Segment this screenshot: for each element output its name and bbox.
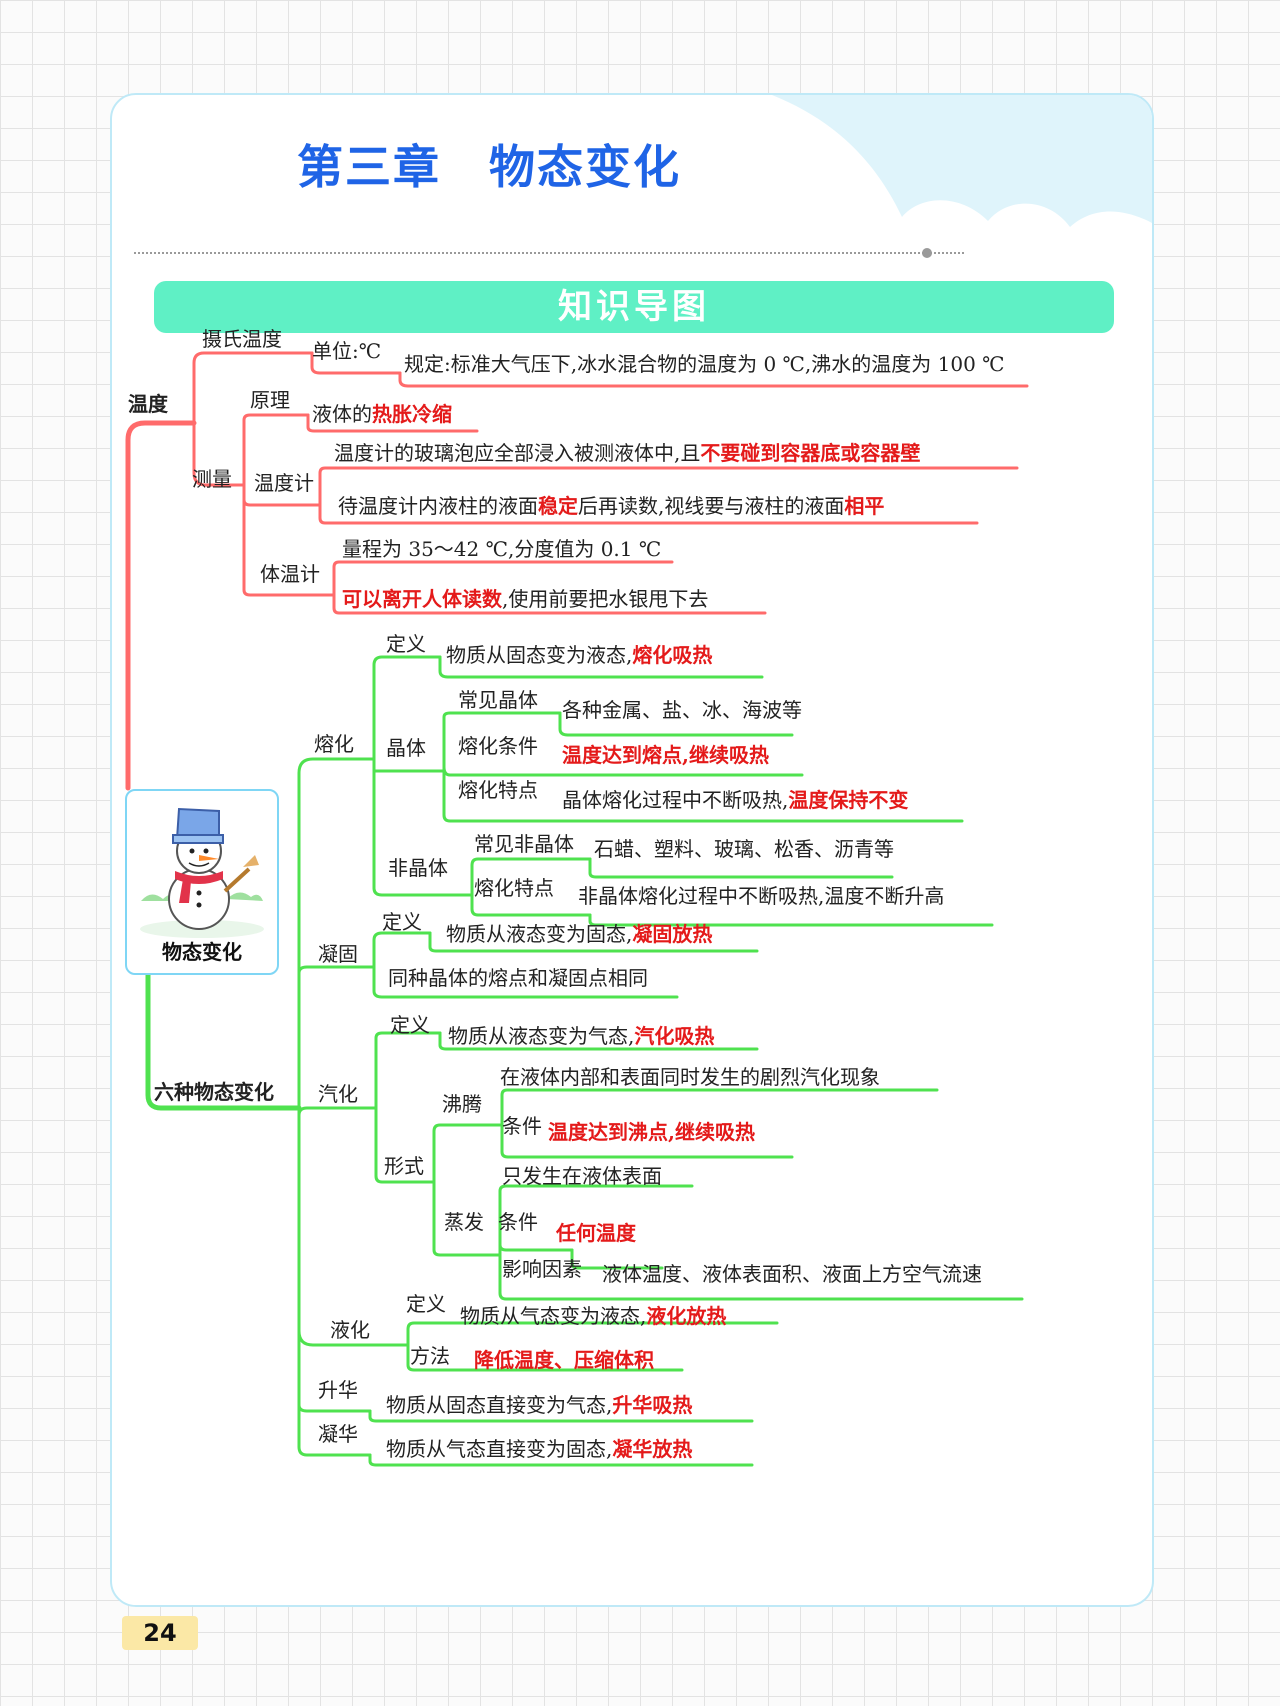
amorphous-common-text: 石蜡、塑料、玻璃、松香、沥青等 bbox=[594, 837, 894, 861]
thermometer-rule-1: 温度计的玻璃泡应全部浸入被测液体中,且不要碰到容器底或容器壁 bbox=[334, 440, 920, 466]
amorphous-common-label: 常见非晶体 bbox=[474, 832, 574, 856]
solidification-definition-text: 物质从液态变为固态, bbox=[446, 922, 633, 946]
solidification-definition-highlight: 凝固放热 bbox=[632, 922, 713, 946]
cloud-decoration bbox=[772, 95, 1152, 227]
sublimation-text-plain: 物质从固态直接变为气态, bbox=[386, 1393, 613, 1417]
sublimation-highlight: 升华吸热 bbox=[612, 1393, 693, 1417]
boiling-text: 在液体内部和表面同时发生的剧烈汽化现象 bbox=[500, 1065, 880, 1089]
crystal-condition-text: 温度达到熔点,继续吸热 bbox=[562, 743, 769, 767]
unit-node: 单位:℃ bbox=[312, 339, 382, 363]
thermometer-rule-2: 待温度计内液柱的液面稳定后再读数,视线要与液柱的液面相平 bbox=[338, 493, 884, 519]
crystal-common-text: 各种金属、盐、冰、海波等 bbox=[562, 698, 802, 722]
crystal-node: 晶体 bbox=[386, 736, 426, 760]
root-node: 物态变化 bbox=[125, 789, 279, 975]
crystal-common-label: 常见晶体 bbox=[458, 688, 538, 712]
clinical-usage-highlight: 可以离开人体读数 bbox=[342, 587, 502, 611]
evaporation-condition-label: 条件 bbox=[498, 1210, 538, 1234]
deposition-text: 物质从气态直接变为固态,凝华放热 bbox=[386, 1436, 692, 1462]
deposition-node: 凝华 bbox=[318, 1422, 358, 1446]
crystal-condition-label: 熔化条件 bbox=[458, 734, 538, 758]
solidification-definition-label: 定义 bbox=[382, 910, 422, 934]
principle-highlight: 热胀冷缩 bbox=[372, 402, 452, 426]
vaporization-node: 汽化 bbox=[318, 1082, 358, 1106]
solidification-note: 同种晶体的熔点和凝固点相同 bbox=[388, 966, 648, 990]
liquefaction-definition-text: 物质从气态变为液态, bbox=[460, 1304, 647, 1328]
crystal-feature-highlight: 温度保持不变 bbox=[788, 788, 909, 812]
temperature-node: 温度 bbox=[128, 392, 168, 416]
rule-2-highlight-1: 稳定 bbox=[538, 494, 578, 518]
amorphous-node: 非晶体 bbox=[388, 856, 448, 880]
clinical-range: 量程为 35～42 ℃,分度值为 0.1 ℃ bbox=[342, 537, 662, 561]
snowman-icon bbox=[140, 807, 264, 938]
crystal-feature-text: 晶体熔化过程中不断吸热, bbox=[562, 788, 789, 812]
rule-1-text: 温度计的玻璃泡应全部浸入被测液体中,且 bbox=[334, 441, 701, 465]
celsius-node: 摄氏温度 bbox=[202, 327, 282, 351]
sublimation-text: 物质从固态直接变为气态,升华吸热 bbox=[386, 1392, 692, 1418]
dotted-divider bbox=[134, 252, 964, 254]
root-label: 物态变化 bbox=[162, 940, 242, 964]
liquefaction-definition-label: 定义 bbox=[406, 1292, 446, 1316]
melting-definition-text: 物质从固态变为液态, bbox=[446, 643, 633, 667]
evaporation-condition-text: 任何温度 bbox=[556, 1221, 636, 1245]
celsius-definition: 规定:标准大气压下,冰水混合物的温度为 0 ℃,沸水的温度为 100 ℃ bbox=[404, 352, 1005, 376]
rule-2-part-1: 待温度计内液柱的液面 bbox=[338, 494, 538, 518]
state-changes-node: 六种物态变化 bbox=[154, 1080, 274, 1104]
rule-2-part-2: 后再读数,视线要与液柱的液面 bbox=[578, 494, 845, 518]
melting-node: 熔化 bbox=[314, 732, 354, 756]
boiling-condition-label: 条件 bbox=[502, 1114, 542, 1138]
liquefaction-definition-highlight: 液化放热 bbox=[646, 1304, 727, 1328]
amorphous-feature-text: 非晶体熔化过程中不断吸热,温度不断升高 bbox=[578, 884, 945, 908]
forms-node: 形式 bbox=[384, 1154, 424, 1178]
principle-text-plain: 液体的 bbox=[312, 402, 372, 426]
thermometer-node: 温度计 bbox=[254, 471, 314, 495]
boiling-node: 沸腾 bbox=[442, 1092, 482, 1116]
liquefaction-definition: 物质从气态变为液态,液化放热 bbox=[460, 1303, 726, 1329]
page-card: 第三章 物态变化 知识导图 bbox=[110, 93, 1154, 1607]
rule-2-highlight-2: 相平 bbox=[844, 494, 885, 518]
deposition-text-plain: 物质从气态直接变为固态, bbox=[386, 1437, 613, 1461]
vaporization-definition-highlight: 汽化吸热 bbox=[634, 1024, 715, 1048]
clinical-thermometer-node: 体温计 bbox=[260, 562, 320, 586]
liquefaction-methods-label: 方法 bbox=[410, 1344, 450, 1368]
evaporation-factors-label: 影响因素 bbox=[502, 1257, 582, 1281]
mind-map-connectors bbox=[125, 351, 1029, 1467]
divider-dot bbox=[922, 248, 932, 258]
deposition-highlight: 凝华放热 bbox=[612, 1437, 693, 1461]
sublimation-node: 升华 bbox=[318, 1378, 358, 1402]
crystal-feature: 晶体熔化过程中不断吸热,温度保持不变 bbox=[562, 787, 908, 813]
amorphous-feature-label: 熔化特点 bbox=[474, 876, 554, 900]
page-number: 24 bbox=[122, 1616, 198, 1650]
principle-node: 原理 bbox=[250, 388, 290, 412]
solidification-node: 凝固 bbox=[318, 942, 358, 966]
clinical-usage: 可以离开人体读数,使用前要把水银甩下去 bbox=[342, 586, 708, 612]
vaporization-definition-text: 物质从液态变为气态, bbox=[448, 1024, 635, 1048]
evaporation-factors-text: 液体温度、液体表面积、液面上方空气流速 bbox=[602, 1262, 982, 1286]
crystal-feature-label: 熔化特点 bbox=[458, 778, 538, 802]
chapter-title: 第三章 物态变化 bbox=[297, 140, 681, 194]
melting-definition-label: 定义 bbox=[386, 632, 426, 656]
rule-1-highlight: 不要碰到容器底或容器壁 bbox=[700, 441, 921, 465]
section-banner: 知识导图 bbox=[154, 281, 1114, 333]
measure-node: 测量 bbox=[192, 467, 232, 491]
melting-definition-highlight: 熔化吸热 bbox=[632, 643, 713, 667]
boiling-condition-text: 温度达到沸点,继续吸热 bbox=[548, 1120, 755, 1144]
evaporation-text: 只发生在液体表面 bbox=[502, 1164, 662, 1188]
solidification-definition: 物质从液态变为固态,凝固放热 bbox=[446, 921, 712, 947]
vaporization-definition: 物质从液态变为气态,汽化吸热 bbox=[448, 1023, 714, 1049]
clinical-usage-text: ,使用前要把水银甩下去 bbox=[502, 587, 709, 611]
evaporation-node: 蒸发 bbox=[444, 1210, 484, 1234]
principle-text: 液体的热胀冷缩 bbox=[312, 401, 452, 427]
vaporization-definition-label: 定义 bbox=[390, 1013, 430, 1037]
melting-definition: 物质从固态变为液态,熔化吸热 bbox=[446, 642, 712, 668]
liquefaction-node: 液化 bbox=[330, 1318, 370, 1342]
liquefaction-methods-text: 降低温度、压缩体积 bbox=[474, 1348, 654, 1372]
